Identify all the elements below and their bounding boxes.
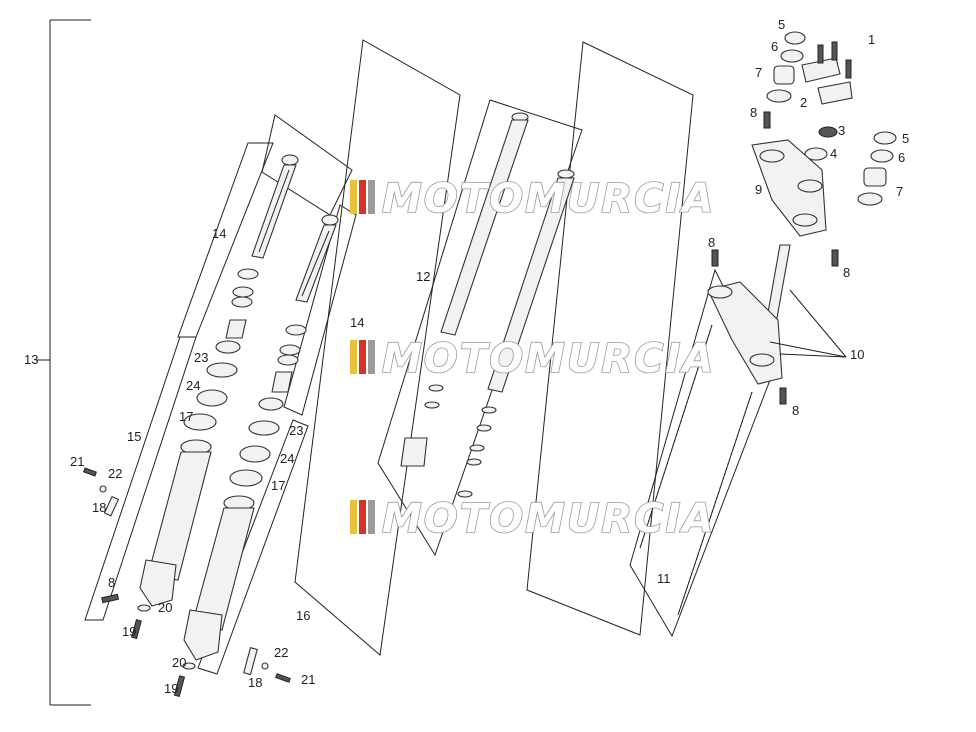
callout-c19b: 19 bbox=[164, 681, 178, 696]
watermark-stripe bbox=[368, 500, 375, 534]
watermark-2: MOTOMURCIA bbox=[350, 335, 715, 383]
watermark-stripe bbox=[359, 180, 366, 214]
watermark-stripe bbox=[359, 500, 366, 534]
callout-c8a: 8 bbox=[108, 575, 115, 590]
watermark-1: MOTOMURCIA bbox=[350, 175, 715, 223]
watermark-stripe bbox=[368, 340, 375, 374]
fork-springs bbox=[639, 324, 753, 616]
callout-c17a: 17 bbox=[179, 409, 193, 424]
callout-c13: 13 bbox=[24, 352, 38, 367]
callout-c17b: 17 bbox=[271, 478, 285, 493]
callout-c19a: 19 bbox=[122, 624, 136, 639]
callout-c10: 10 bbox=[850, 347, 864, 362]
callout-c23a: 23 bbox=[194, 350, 208, 365]
callout-c20a: 20 bbox=[158, 600, 172, 615]
watermark-text: MOTOMURCIA bbox=[382, 496, 715, 542]
callout-c2: 2 bbox=[800, 95, 807, 110]
callout-labels: 1314142324171521221882019232417162220211… bbox=[24, 17, 909, 696]
callout-c8d: 8 bbox=[843, 265, 850, 280]
watermark-stripe bbox=[350, 340, 357, 374]
callout-c24a: 24 bbox=[186, 378, 200, 393]
callout-c21b: 21 bbox=[301, 672, 315, 687]
callout-c18b: 18 bbox=[248, 675, 262, 690]
callout-c18a: 18 bbox=[92, 500, 106, 515]
callout-c12: 12 bbox=[416, 269, 430, 284]
fork-leg-left bbox=[139, 439, 212, 607]
watermark-text: MOTOMURCIA bbox=[382, 176, 715, 222]
callout-c6b: 6 bbox=[898, 150, 905, 165]
callout-c16: 16 bbox=[296, 608, 310, 623]
bracket-13 bbox=[36, 19, 91, 706]
callout-c14a: 14 bbox=[212, 226, 226, 241]
hardware-left bbox=[83, 467, 291, 698]
callout-c22a: 22 bbox=[108, 466, 122, 481]
watermark-text: MOTOMURCIA bbox=[382, 336, 715, 382]
callout-c8e: 8 bbox=[792, 403, 799, 418]
callout-c1: 1 bbox=[868, 32, 875, 47]
fork-leg-right bbox=[183, 495, 255, 661]
damper-cartridge-left bbox=[251, 154, 339, 303]
callout-c14b: 14 bbox=[350, 315, 364, 330]
callout-c5a: 5 bbox=[778, 17, 785, 32]
callout-c7a: 7 bbox=[755, 65, 762, 80]
watermark-stripe bbox=[359, 340, 366, 374]
callout-c6a: 6 bbox=[771, 39, 778, 54]
callout-c8c: 8 bbox=[708, 235, 715, 250]
steering-head bbox=[707, 31, 897, 405]
callout-c4: 4 bbox=[830, 146, 837, 161]
callout-c8b: 8 bbox=[750, 105, 757, 120]
callout-c5b: 5 bbox=[902, 131, 909, 146]
washer-stack-left bbox=[183, 268, 259, 431]
callout-c3: 3 bbox=[838, 123, 845, 138]
callout-c21a: 21 bbox=[70, 454, 84, 469]
callout-c24b: 24 bbox=[280, 451, 294, 466]
watermark-3: MOTOMURCIA bbox=[350, 495, 715, 543]
watermark-stripe bbox=[350, 500, 357, 534]
callout-c7b: 7 bbox=[896, 184, 903, 199]
watermark-stripe bbox=[350, 180, 357, 214]
fork-tubes bbox=[400, 112, 575, 498]
washer-stack-right bbox=[229, 324, 307, 487]
callout-c11: 11 bbox=[657, 571, 671, 586]
callout-c20b: 20 bbox=[172, 655, 186, 670]
callout-c15: 15 bbox=[127, 429, 141, 444]
callout-c9: 9 bbox=[755, 182, 762, 197]
watermark-stripe bbox=[368, 180, 375, 214]
callout-c23b: 23 bbox=[289, 423, 303, 438]
callout-c22b: 22 bbox=[274, 645, 288, 660]
watermark: MOTOMURCIA MOTOMURCIA MOTOMURCIA bbox=[350, 175, 715, 543]
